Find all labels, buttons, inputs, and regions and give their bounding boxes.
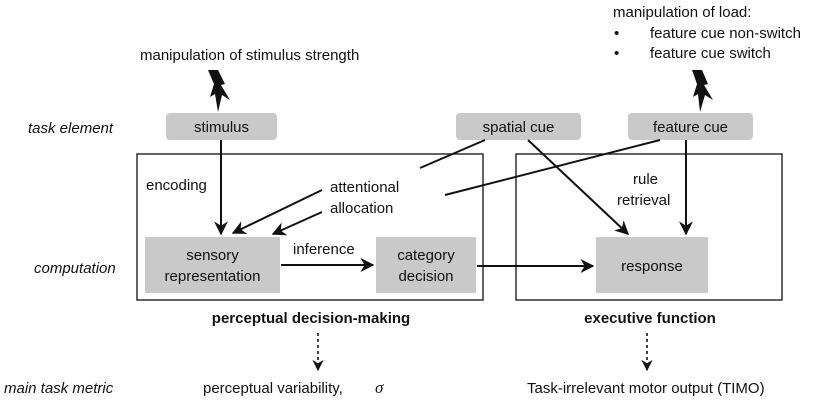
spatial-cue-label: spatial cue [483,119,555,136]
perceptual-metric-label: perceptual variability, [203,380,343,397]
sensory-label-line1: sensory [186,247,239,264]
line-spatial-cue-to-attention [419,139,486,169]
sensory-label-line2: representation [165,268,261,285]
encoding-label: encoding [146,177,207,194]
response-box [596,237,708,293]
load-bullet-2: • [614,45,619,62]
perceptual-module-title: perceptual decision-making [212,310,410,327]
sigma-symbol: σ [375,378,384,397]
arrow-attention-to-sensory-1 [231,189,323,234]
manipulation-stimulus-strength-label: manipulation of stimulus strength [140,47,359,64]
executive-module-title: executive function [584,310,716,327]
rule-retrieval-label-line1: rule [633,171,658,188]
spatial-cue-box [456,113,581,140]
lightning-bolt-stimulus-icon [208,70,230,112]
feature-cue-label: feature cue [653,119,728,136]
line-feature-cue-to-attention [444,139,661,196]
load-item-non-switch: feature cue non-switch [650,25,801,42]
lightning-bolt-load-icon [692,70,713,112]
response-label: response [621,258,683,275]
arrow-attention-to-sensory-2 [271,211,323,236]
arrow-spatial-cue-to-response [527,139,630,235]
row-label-task-element: task element [28,120,114,137]
manipulation-load-title: manipulation of load: [613,4,751,21]
attentional-label-line2: allocation [330,200,393,217]
sensory-representation-box [145,237,280,293]
load-bullet-1: • [614,25,619,42]
perceptual-module-frame [136,153,484,301]
executive-module-frame [515,153,783,301]
row-label-main-task-metric: main task metric [4,380,114,397]
category-label-line2: decision [398,268,453,285]
rule-retrieval-label-line2: retrieval [617,192,670,209]
category-decision-box [376,237,476,293]
executive-metric-label: Task-irrelevant motor output (TIMO) [527,380,765,397]
load-item-switch: feature cue switch [650,45,771,62]
category-label-line1: category [397,247,455,264]
stimulus-box [166,113,277,140]
stimulus-label: stimulus [194,119,249,136]
feature-cue-box [628,113,753,140]
row-label-computation: computation [34,260,116,277]
inference-label: inference [293,241,355,258]
attentional-label-line1: attentional [330,179,399,196]
